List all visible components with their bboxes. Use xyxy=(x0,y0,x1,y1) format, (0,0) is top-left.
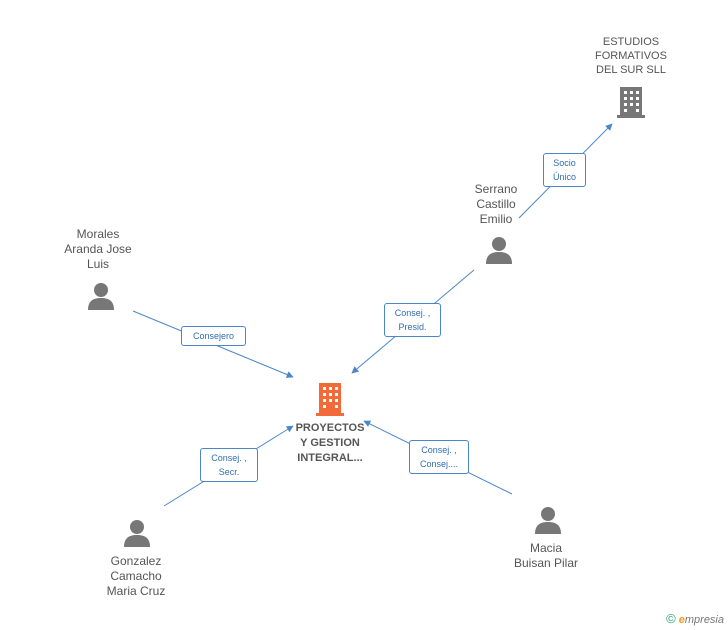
gonzalez-name-line: Maria Cruz xyxy=(106,584,166,598)
edge-label-socio-unico[interactable]: Socio Único xyxy=(543,153,586,187)
serrano-label: Serrano Castillo Emilio xyxy=(446,182,546,227)
macia-name-line: Buisan Pilar xyxy=(513,556,579,570)
morales-name-line: Morales xyxy=(76,227,120,241)
edge-label-line: Consej. , xyxy=(394,308,431,318)
edge-label-line: Socio xyxy=(553,158,576,168)
main-company-name-line: INTEGRAL... xyxy=(297,452,363,464)
main-company-name-line: PROYECTOS xyxy=(295,422,365,434)
gonzalez-person-node[interactable] xyxy=(122,518,152,548)
estudios-name-line: ESTUDIOS xyxy=(602,36,660,48)
brand-initial: e xyxy=(678,614,685,626)
macia-person-node[interactable] xyxy=(533,505,563,535)
main-company-node[interactable] xyxy=(314,381,346,417)
macia-name-line: Macia xyxy=(529,541,562,555)
serrano-name-line: Emilio xyxy=(479,212,513,226)
main-company-name-line: Y GESTION xyxy=(300,437,360,449)
estudios-company-node[interactable] xyxy=(615,85,647,119)
edge-label-gonzalez-role[interactable]: Consej. , Secr. xyxy=(200,448,258,482)
estudios-name-line: FORMATIVOS xyxy=(595,50,667,62)
serrano-name-line: Castillo xyxy=(476,197,516,211)
edge-label-line: Consejero xyxy=(192,331,235,341)
serrano-name-line: Serrano xyxy=(474,182,518,196)
estudios-name-line: DEL SUR SLL xyxy=(596,64,666,76)
edge-label-line: Presid. xyxy=(398,322,427,332)
person-icon xyxy=(124,520,150,547)
empresia-watermark: ©empresia xyxy=(666,611,724,626)
edge-label-morales-role[interactable]: Consejero xyxy=(181,326,246,346)
morales-label: Morales Aranda Jose Luis xyxy=(48,227,148,272)
edge-label-line: Secr. xyxy=(218,467,240,477)
gonzalez-name-line: Gonzalez xyxy=(110,554,162,568)
estudios-label: ESTUDIOS FORMATIVOS DEL SUR SLL xyxy=(572,35,690,77)
morales-person-node[interactable] xyxy=(86,281,116,311)
edge-label-line: Consej. , xyxy=(211,453,247,463)
person-icon xyxy=(535,507,561,534)
edge-label-line: Único xyxy=(552,172,576,182)
edge-label-line: Consej.... xyxy=(419,459,459,469)
macia-label: Macia Buisan Pilar xyxy=(496,541,596,571)
copyright-icon: © xyxy=(666,611,676,626)
person-icon xyxy=(88,283,114,310)
edge-label-line: Consej. , xyxy=(421,445,457,455)
building-icon xyxy=(316,383,344,416)
building-icon xyxy=(617,87,645,118)
edge-label-macia-role[interactable]: Consej. , Consej.... xyxy=(409,440,469,474)
morales-name-line: Luis xyxy=(86,257,109,271)
gonzalez-label: Gonzalez Camacho Maria Cruz xyxy=(86,554,186,599)
gonzalez-name-line: Camacho xyxy=(110,569,162,583)
person-icon xyxy=(486,237,512,264)
morales-name-line: Aranda Jose xyxy=(64,242,132,256)
main-company-label[interactable]: PROYECTOS Y GESTION INTEGRAL... xyxy=(280,421,380,466)
brand-name: mpresia xyxy=(684,614,724,626)
edge-label-serrano-role[interactable]: Consej. , Presid. xyxy=(384,303,441,337)
serrano-person-node[interactable] xyxy=(484,235,514,265)
